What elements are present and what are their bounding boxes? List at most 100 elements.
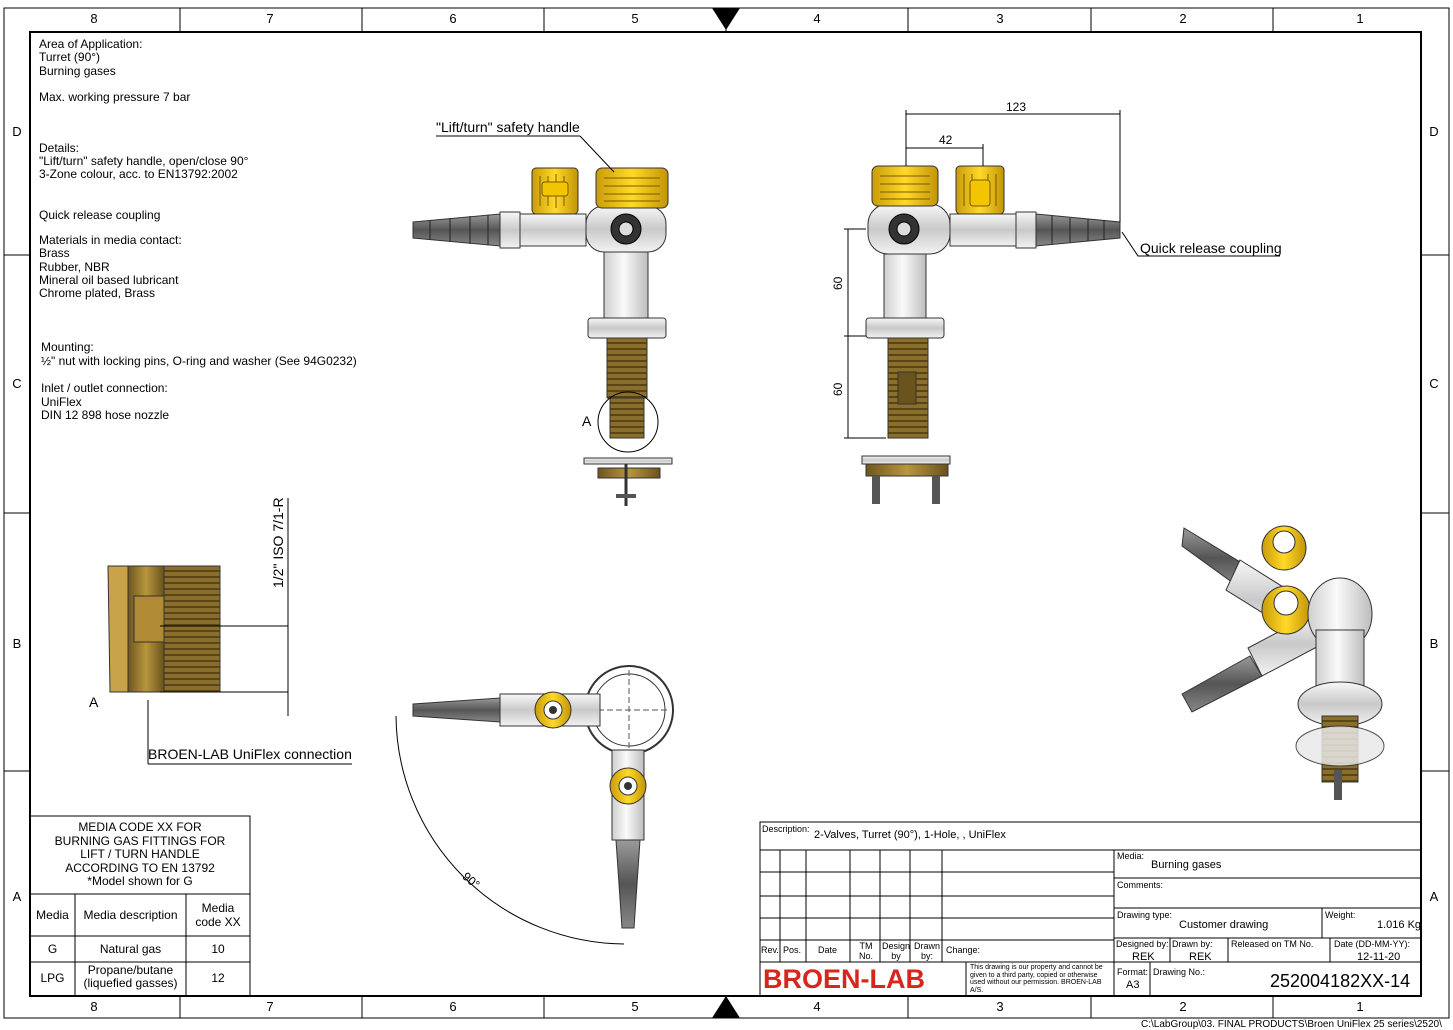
media-row-lpg-media: LPG (40, 971, 65, 985)
materials-line-3: Mineral oil based lubricant (39, 273, 179, 287)
title-block-grid (759, 821, 1422, 997)
media-row-g-description: Natural gas (99, 942, 162, 956)
description-label: Description: (762, 824, 810, 834)
zone-bottom-6: 6 (449, 999, 457, 1014)
zone-left-b: B (12, 636, 22, 651)
zone-top-4: 4 (813, 11, 821, 26)
media-row-g-code: 10 (211, 942, 225, 956)
rev-header-drawn: Drawn by: (913, 941, 940, 961)
zone-left-a: A (12, 889, 22, 904)
zone-right-b: B (1429, 636, 1439, 651)
detail-a-marker-section: A (89, 694, 99, 710)
side-view (861, 165, 1121, 504)
details-line-2: 3-Zone colour, acc. to EN13792:2002 (39, 167, 238, 181)
area-line-2: Burning gases (39, 64, 116, 78)
zone-bottom-3: 3 (996, 999, 1004, 1014)
drawing-number: 252004182XX-14 (1270, 971, 1411, 991)
dim-lower-height: 60 (831, 382, 845, 396)
media-row-g-media: G (47, 942, 58, 956)
materials-line-1: Brass (39, 246, 70, 260)
rev-header-design: Design by (881, 941, 910, 961)
handle-callout: "Lift/turn" safety handle (436, 119, 580, 135)
media-title-line-1: MEDIA CODE XX FOR (78, 820, 202, 834)
pressure-text: Max. working pressure 7 bar (39, 90, 191, 104)
details-title: Details: (39, 141, 80, 155)
drawing-no-label: Drawing No.: (1153, 967, 1206, 977)
dim-spacing: 42 (939, 133, 953, 147)
materials-title: Materials in media contact: (39, 233, 182, 247)
drawing-type-value: Customer drawing (1179, 919, 1269, 931)
rev-header-tm: TM No. (858, 941, 873, 961)
zone-top-8: 8 (90, 11, 98, 26)
inlet-line-2: DIN 12 898 hose nozzle (41, 408, 170, 422)
dim-overall: 123 (1006, 100, 1027, 114)
zone-left-c: C (12, 376, 22, 391)
media-label: Media: (1117, 851, 1145, 861)
date-value: 12-11-20 (1357, 951, 1401, 963)
drawn-by-value: REK (1189, 951, 1212, 963)
media-title-line-2: BURNING GAS FITTINGS FOR (54, 833, 226, 848)
top-view (395, 665, 674, 945)
file-path: C:\LabGroup\03. FINAL PRODUCTS\Broen Uni… (1141, 1019, 1442, 1030)
zone-left-d: D (12, 124, 22, 139)
format-label: Format: (1117, 967, 1149, 977)
zone-bottom-4: 4 (813, 999, 821, 1014)
zone-right-c: C (1429, 376, 1439, 391)
details-line-1: "Lift/turn" safety handle, open/close 90… (39, 154, 249, 168)
drawing-type-label: Drawing type: (1117, 910, 1173, 920)
inlet-line-1: UniFlex (41, 395, 82, 409)
media-header-description: Media description (83, 908, 178, 922)
coupling-text: Quick release coupling (39, 208, 161, 222)
comments-label: Comments: (1117, 880, 1164, 890)
zone-right-a: A (1429, 889, 1439, 904)
rev-header-pos: Pos. (783, 945, 802, 955)
materials-line-2: Rubber, NBR (39, 260, 110, 274)
media-value: Burning gases (1151, 859, 1222, 871)
weight-value: 1.016 Kg (1377, 919, 1422, 931)
dim-upper-height: 60 (831, 276, 845, 290)
description-value: 2-Valves, Turret (90°), 1-Hole, , UniFle… (814, 829, 1006, 841)
rev-header-rev: Rev. (761, 945, 779, 955)
media-title-line-3: LIFT / TURN HANDLE (80, 847, 200, 861)
media-header-code: Media code XX (195, 901, 241, 929)
media-table-grid (29, 815, 251, 997)
inlet-title: Inlet / outlet connection: (41, 381, 168, 395)
date-label: Date (DD-MM-YY): (1334, 939, 1410, 949)
iso-view (1181, 525, 1385, 800)
disclaimer-text: This drawing is our property and cannot … (970, 964, 1103, 994)
mounting-line: ½" nut with locking pins, O-ring and was… (41, 354, 357, 368)
media-row-lpg-code: 12 (211, 971, 225, 985)
zone-top-5: 5 (631, 11, 639, 26)
zone-top-2: 2 (1179, 11, 1187, 26)
designed-by-label: Designed by: (1116, 939, 1169, 949)
zone-bottom-5: 5 (631, 999, 639, 1014)
zone-top-6: 6 (449, 11, 457, 26)
media-row-lpg-description: Propane/butane (liquefied gasses) (83, 963, 178, 990)
zone-top-3: 3 (996, 11, 1004, 26)
zone-bottom-7: 7 (266, 999, 274, 1014)
thread-callout: 1/2" ISO 7/1-R (270, 497, 286, 588)
zone-top-1: 1 (1356, 11, 1364, 26)
format-value: A3 (1126, 979, 1140, 991)
media-header-media: Media (36, 908, 69, 922)
zone-bottom-1: 1 (1356, 999, 1364, 1014)
zone-right-d: D (1429, 124, 1439, 139)
detail-a-marker-front: A (582, 413, 592, 429)
area-title: Area of Application: (39, 37, 143, 51)
drawn-by-label: Drawn by: (1172, 939, 1213, 949)
zone-bottom-2: 2 (1179, 999, 1187, 1014)
materials-line-4: Chrome plated, Brass (39, 286, 156, 300)
rev-header-date: Date (818, 945, 838, 955)
media-table-title: MEDIA CODE XX FOR BURNING GAS FITTINGS F… (30, 820, 250, 889)
area-line-1: Turret (90°) (39, 50, 101, 64)
media-title-line-4: ACCORDING TO EN 13792 (65, 860, 215, 875)
uniflex-callout: BROEN-LAB UniFlex connection (148, 746, 352, 762)
zone-bottom-8: 8 (90, 999, 98, 1014)
front-view (412, 167, 673, 506)
designed-by-value: REK (1132, 951, 1155, 963)
zone-top-7: 7 (266, 11, 274, 26)
detail-a-section (107, 498, 352, 765)
media-title-line-5: *Model shown for G (87, 874, 193, 888)
mounting-title: Mounting: (41, 340, 94, 354)
